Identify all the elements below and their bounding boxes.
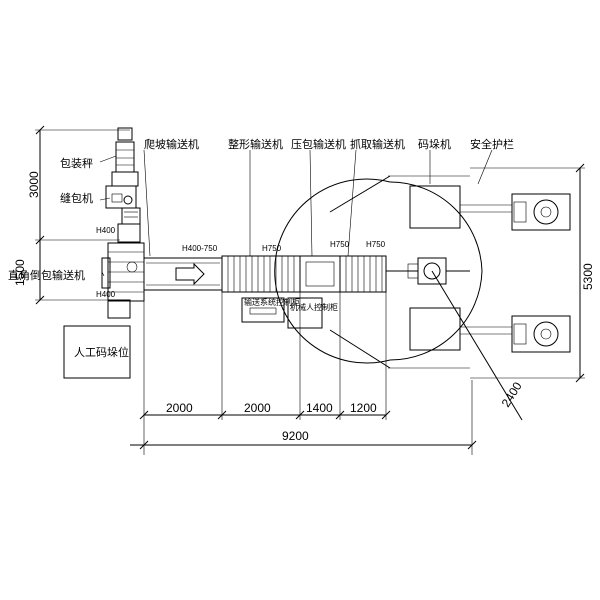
dim-1500: 1500 [13, 259, 27, 286]
dim-2400: 2400 [499, 379, 525, 409]
radius-leader [431, 270, 523, 421]
palletizer-robot [386, 257, 470, 285]
grab-conveyor-label: 抓取输送机 [350, 137, 405, 151]
grab-conveyor [339, 255, 387, 293]
shaping-conveyor-label: 整形输送机 [228, 137, 283, 151]
right-angle-conveyor-label: 直角倒包输送机 [8, 268, 85, 282]
height-h400-750: H400-750 [182, 244, 218, 253]
height-h750-grab: H750 [366, 240, 386, 249]
junction-box [107, 299, 131, 319]
pallet-upper [409, 185, 571, 231]
conveyor-control-cabinet [241, 297, 285, 323]
height-h400-bottom: H400 [96, 290, 116, 299]
conveyor-control-cabinet-label: 输送系统控制柜 [244, 297, 300, 307]
press-conveyor [299, 255, 341, 293]
guardrail-label: 安全护栏 [470, 137, 514, 151]
height-h750-shaping: H750 [262, 244, 282, 253]
dim-1400: 1400 [306, 401, 333, 415]
pallet-lower [409, 307, 571, 353]
bag-scale-machine [111, 127, 139, 187]
dim-1200: 1200 [350, 401, 377, 415]
right-dimension-line [470, 163, 585, 383]
dim-3000: 3000 [27, 171, 41, 198]
sewing-machine [105, 185, 141, 243]
shaping-conveyor [221, 255, 301, 293]
left-dimension-line [35, 125, 130, 305]
manual-station-label: 人工码垛位 [74, 345, 129, 359]
climb-conveyor-label: 爬坡输送机 [144, 137, 199, 151]
height-h750-press: H750 [330, 240, 350, 249]
bag-scale-label: 包装秤 [60, 157, 93, 170]
palletizer-label: 码垛机 [418, 137, 451, 151]
right-angle-conveyor [101, 242, 145, 302]
climb-conveyor [144, 257, 222, 291]
sewing-label: 缝包机 [60, 191, 93, 205]
dim-2000-a: 2000 [166, 401, 193, 415]
robot-control-cabinet [287, 297, 323, 329]
dim-9200: 9200 [282, 429, 309, 443]
leader-lines [99, 149, 493, 277]
manual-station-box [63, 325, 131, 379]
bottom-dimension-lines [130, 292, 477, 455]
press-conveyor-label: 压包输送机 [291, 137, 346, 151]
dim-5300: 5300 [581, 263, 595, 290]
height-h400-top: H400 [96, 226, 116, 235]
dim-2000-b: 2000 [244, 401, 271, 415]
robot-control-cabinet-label: 机械人控制柜 [290, 302, 338, 312]
